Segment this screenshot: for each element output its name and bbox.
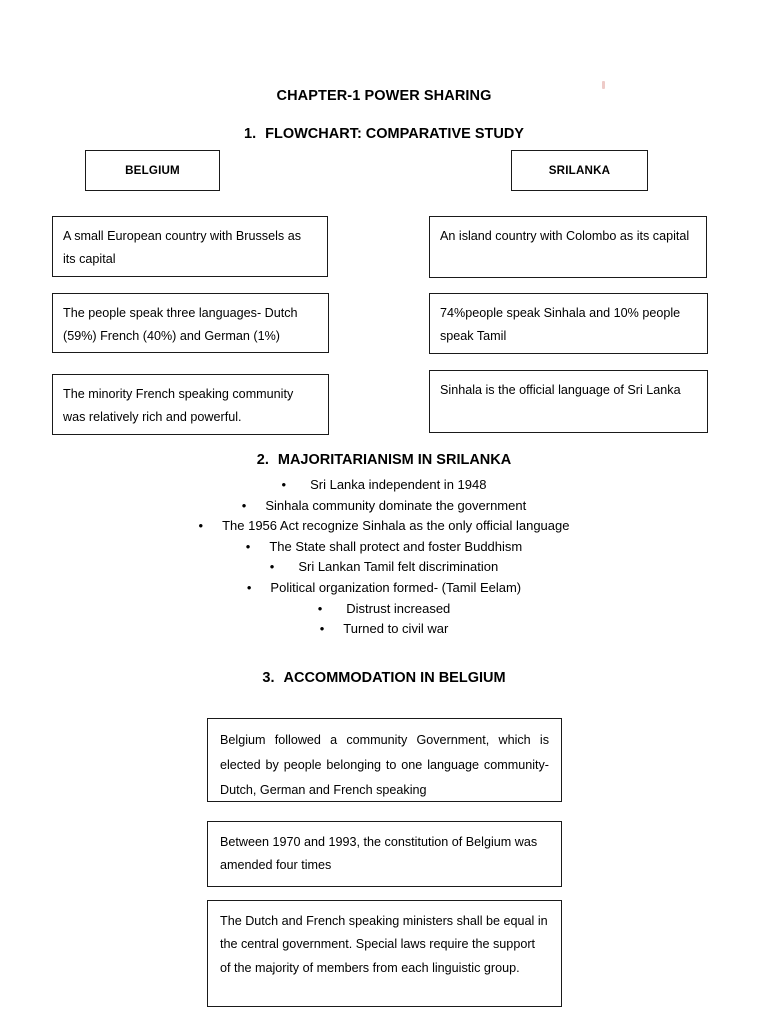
majoritarianism-bullet-list: • Sri Lanka independent in 1948 • Sinhala …: [0, 475, 768, 640]
section-3-title: ACCOMMODATION IN BELGIUM: [283, 670, 506, 686]
section-3-heading: 3. ACCOMMODATION IN BELGIUM: [0, 670, 768, 686]
list-item-label: Turned to civil war: [343, 621, 449, 637]
section-1-number: 1.: [244, 126, 257, 142]
list-item-label: Distrust increased: [346, 600, 451, 616]
bullet-icon: •: [198, 518, 204, 534]
accommodation-box-3: The Dutch and French speaking ministers …: [207, 900, 562, 1007]
list-item-label: Political organization formed- (Tamil Ee…: [270, 579, 522, 595]
flowchart-belgium-box-2: The people speak three languages- Dutch …: [52, 293, 329, 353]
flowchart-srilanka-box-1: An island country with Colombo as its ca…: [429, 216, 707, 278]
list-item: • Sinhala community dominate the governme…: [0, 496, 768, 517]
bullet-icon: •: [241, 497, 247, 513]
section-2-title: MAJORITARIANISM IN SRILANKA: [277, 452, 512, 468]
flowchart-srilanka-box-2: 74%people speak Sinhala and 10% people s…: [429, 293, 708, 354]
list-item-label: The 1956 Act recognize Sinhala as the on…: [222, 518, 570, 534]
section-2-number: 2.: [256, 452, 269, 468]
flowchart-srilanka-box-3: Sinhala is the official language of Sri …: [429, 370, 708, 433]
list-item-label: Sri Lanka independent in 1948: [310, 477, 487, 492]
flowchart-belgium-box-1: A small European country with Brussels a…: [52, 216, 328, 277]
list-item: • The 1956 Act recognize Sinhala as the o…: [0, 516, 768, 537]
section-2-heading: 2. MAJORITARIANISM IN SRILANKA: [0, 452, 768, 468]
flowchart-belgium-box-3: The minority French speaking community w…: [52, 374, 329, 435]
section-1-heading: 1. FLOWCHART: COMPARATIVE STUDY: [0, 126, 768, 142]
bullet-icon: •: [281, 477, 287, 492]
list-item-label: Sinhala community dominate the governmen…: [265, 497, 527, 513]
flowchart-srilanka-header: SRILANKA: [511, 150, 648, 191]
bullet-icon: •: [245, 538, 251, 554]
list-item-label: The State shall protect and foster Buddh…: [269, 538, 523, 554]
list-item: • Sri Lankan Tamil felt discrimination: [0, 557, 768, 578]
section-3-number: 3.: [262, 670, 275, 686]
list-item: • Turned to civil war: [0, 619, 768, 640]
bullet-icon: •: [319, 621, 325, 637]
flowchart-belgium-header: BELGIUM: [85, 150, 220, 191]
accommodation-box-2: Between 1970 and 1993, the constitution …: [207, 821, 562, 887]
scan-artifact-mark: [602, 81, 605, 89]
list-item: • Political organization formed- (Tamil E…: [0, 578, 768, 599]
bullet-icon: •: [246, 579, 252, 595]
list-item-label: Sri Lankan Tamil felt discrimination: [298, 559, 499, 575]
bullet-icon: •: [317, 600, 323, 616]
section-1-title: FLOWCHART: COMPARATIVE STUDY: [265, 126, 524, 142]
list-item: • The State shall protect and foster Budd…: [0, 537, 768, 558]
bullet-icon: •: [269, 559, 275, 575]
accommodation-box-1: Belgium followed a community Government,…: [207, 718, 562, 802]
list-item: • Sri Lanka independent in 1948: [0, 475, 768, 496]
list-item: • Distrust increased: [0, 599, 768, 620]
page-title: CHAPTER-1 POWER SHARING: [276, 88, 492, 104]
